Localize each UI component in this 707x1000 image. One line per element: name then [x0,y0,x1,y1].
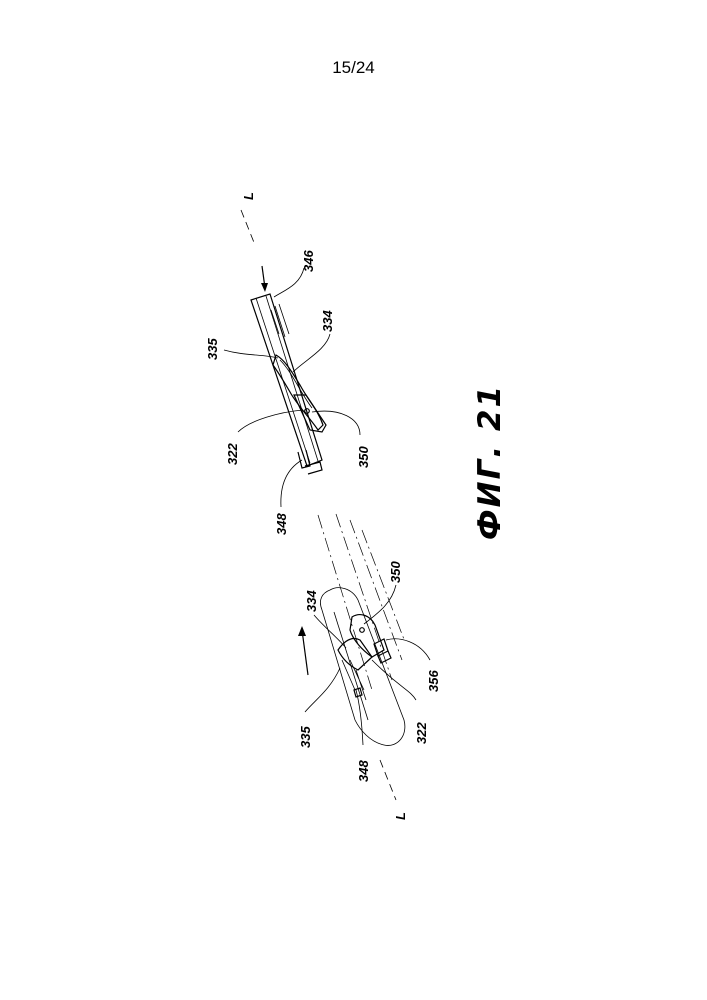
phantom-line-4 [362,530,405,642]
lower-direction-arrow [302,630,308,675]
upper-assembly: L 346 334 335 [205,192,371,535]
leader-lower-348 [356,690,363,745]
leader-335 [224,350,278,358]
label-350: 350 [356,446,371,468]
label-334: 334 [320,310,335,332]
upper-axis-label: L [241,192,256,200]
leader-322 [238,410,303,432]
lower-assembly: L 350 334 356 322 335 348 [298,514,441,820]
leader-lower-335 [305,668,340,712]
leader-334 [293,334,330,372]
leader-348 [281,460,302,507]
lower-label-348: 348 [356,760,371,782]
leader-lower-334 [314,615,346,648]
lower-label-350: 350 [388,561,403,583]
upper-bar-edge-2 [266,296,318,461]
lower-label-322: 322 [414,722,429,744]
label-348: 348 [274,513,289,535]
phantom-line-2 [336,514,392,680]
figure-label: ФИГ. 21 [472,384,508,540]
upper-body-334 [273,355,323,430]
label-346: 346 [301,250,316,272]
upper-axis-line [241,210,255,245]
lower-housing [320,588,404,746]
label-335: 335 [205,338,220,360]
lower-body-334 [338,638,372,670]
lower-axis-label: L [393,812,408,820]
lower-label-334: 334 [304,590,319,612]
upper-arrowhead-icon [261,283,268,292]
lower-label-356: 356 [426,670,441,692]
lower-label-335: 335 [298,726,313,748]
lower-hole-icon [360,628,365,633]
label-322: 322 [225,443,240,465]
lower-axis-line [380,760,396,800]
leader-346 [274,268,304,297]
leader-lower-356 [386,639,430,660]
lower-arrowhead-icon [298,626,306,636]
